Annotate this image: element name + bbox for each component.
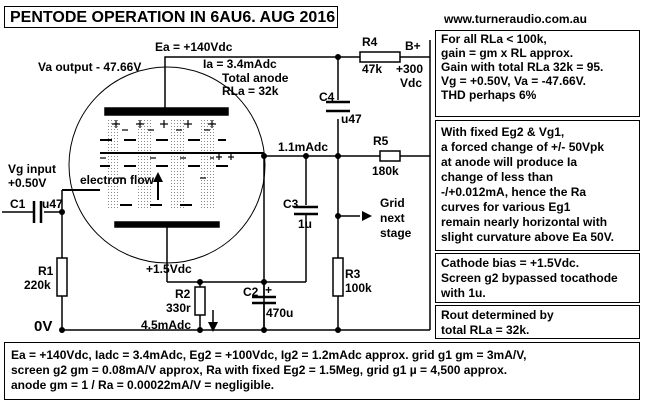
c4-name: C4	[319, 90, 335, 104]
fixed-note-line: a forced change of +/- 50Vpk	[441, 140, 605, 154]
c2-value: 470u	[266, 306, 294, 320]
r4-name: R4	[362, 35, 378, 49]
summary-line: Ea = +140Vdc, Iadc = 3.4mAdc, Eg2 = +100…	[11, 348, 527, 362]
ia-label: Ia = 3.4mAdc	[203, 57, 277, 71]
r5-value: 180k	[372, 164, 399, 178]
r1-name: R1	[38, 264, 54, 278]
zero-volt-label: 0V	[34, 318, 53, 335]
resistor-r3	[332, 257, 344, 297]
r3-value: 100k	[345, 281, 372, 295]
ea-label: Ea = +140Vdc	[155, 40, 233, 54]
control-grid-g1	[62, 165, 228, 206]
screen-grid-g2	[100, 139, 264, 154]
rout-note-box: Rout determined by total RLa = 32k.	[435, 305, 640, 339]
r4-value: 47k	[362, 62, 383, 76]
fixed-note-line: at anode will produce Ia	[441, 155, 578, 169]
c4-value: u47	[341, 112, 362, 126]
summary-box: Ea = +140Vdc, Iadc = 3.4mAdc, Eg2 = +100…	[4, 342, 640, 400]
gain-note-line: Vg = +0.50V, Va = -47.66V.	[441, 74, 586, 88]
total-anode-label: Total anode	[222, 71, 289, 85]
va-output-label: Va output - 47.66V	[38, 60, 142, 74]
resistor-r2	[194, 286, 206, 316]
r2-value: 330r	[166, 301, 191, 315]
wires	[2, 40, 431, 331]
gain-note-line: gain = gm x RL approx.	[441, 46, 574, 60]
summary-line: anode gm = 1 / Ra = 0.00022mA/V = neglig…	[11, 378, 275, 392]
fixed-note-line: With fixed Eg2 & Vg1,	[441, 125, 565, 139]
electron-flow-arrow	[153, 172, 163, 200]
c3-name: C3	[283, 197, 299, 211]
fixed-note-line: slight curvature above Ea 50V.	[441, 230, 614, 244]
anode-plate	[104, 107, 229, 116]
vg-input-label: Vg input	[8, 162, 56, 176]
supply-label-1: +300	[396, 62, 424, 76]
resistor-r4	[359, 51, 401, 63]
r2-name: R2	[175, 287, 191, 301]
rout-note-line: total RLa = 32k.	[441, 323, 530, 337]
bplus-label: B+	[405, 39, 421, 53]
c2-name: C2	[243, 285, 259, 299]
c3-value: 1u	[298, 217, 313, 231]
r3-name: R3	[345, 267, 361, 281]
electron-flow-label: electron flow	[80, 173, 155, 187]
capacitor-c2	[252, 295, 276, 305]
cathode-note-line: Cathode bias = +1.5Vdc.	[441, 256, 580, 270]
electron-stream	[108, 118, 214, 208]
screen-current-label: 1.1mAdc	[278, 140, 329, 154]
r5-name: R5	[373, 134, 389, 148]
c2-plus: +	[265, 283, 273, 297]
junction-dots	[59, 54, 341, 333]
website-url: www.turneraudio.com.au	[444, 12, 587, 26]
resistor-r1	[56, 257, 68, 297]
positive-charges	[112, 120, 234, 160]
vg-input-value: +0.50V	[8, 176, 47, 190]
fixed-note-line: curves for various Eg1	[441, 200, 571, 214]
cathode	[114, 221, 220, 228]
gain-note-box: For all RLa < 100k, gain = gm x RL appro…	[435, 30, 640, 117]
rout-note-line: Rout determined by	[441, 308, 554, 322]
cathode-note-box: Cathode bias = +1.5Vdc. Screen g2 bypass…	[435, 253, 640, 303]
gain-note-line: Gain with total RLa 32k = 95.	[441, 60, 604, 74]
cathode-note-line: with 1u.	[441, 286, 486, 300]
current-arrows	[208, 211, 372, 332]
grid-next-label-1: Grid	[380, 196, 405, 210]
grid-next-label-3: stage	[380, 226, 412, 240]
title: PENTODE OPERATION IN 6AU6. AUG 2016	[4, 6, 338, 28]
supply-label-2: Vdc	[400, 76, 423, 90]
capacitor-c1	[32, 201, 43, 223]
gain-note-line: THD perhaps 6%	[441, 88, 537, 102]
resistor-r5	[379, 150, 401, 162]
summary-line: screen g2 gm = 0.08mA/V approx, Ra with …	[11, 363, 508, 377]
c1-name: C1	[10, 197, 26, 211]
capacitor-c4	[326, 100, 350, 113]
cathode-voltage-label: +1.5Vdc	[146, 262, 192, 276]
fixed-note-line: remain nearly horizontal with	[441, 215, 608, 229]
total-rla-label: RLa = 32k	[222, 84, 279, 98]
fixed-grid-note-box: With fixed Eg2 & Vg1, a forced change of…	[435, 120, 640, 251]
c1-value: u47	[42, 197, 63, 211]
grid-next-label-2: next	[380, 211, 405, 225]
negative-charges	[100, 129, 214, 179]
cathode-note-line: Screen g2 bypassed tocathode	[441, 271, 618, 285]
r1-value: 220k	[24, 278, 51, 292]
fixed-note-line: -/+0.012mA, hence the Ra	[441, 185, 587, 199]
capacitor-c3	[294, 205, 318, 216]
gain-note-line: For all RLa < 100k,	[441, 32, 547, 46]
fixed-note-line: change of less than	[441, 170, 554, 184]
cathode-current-label: 4.5mAdc	[141, 318, 192, 332]
